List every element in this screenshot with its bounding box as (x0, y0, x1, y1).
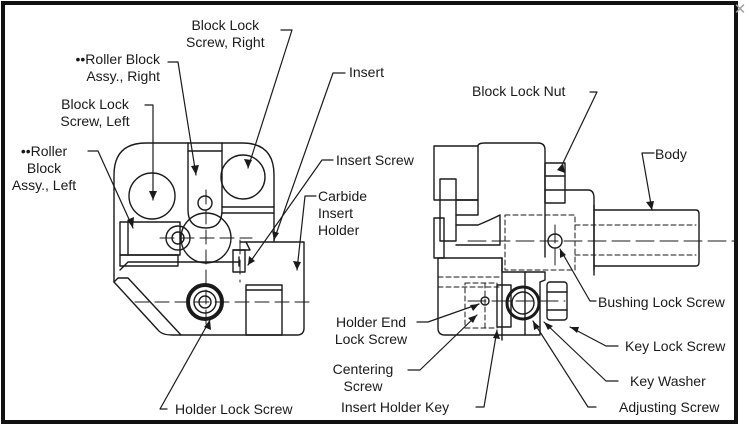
label-line: Block (26, 160, 62, 176)
block-lock-screw-right (220, 154, 266, 200)
label-body: Body (655, 146, 687, 162)
label-block-lock-screw-left: Block Lock Screw, Left (50, 96, 140, 130)
insert-holder-key-shape (496, 284, 512, 328)
label-insert-holder-key: Insert Holder Key (341, 399, 450, 415)
leader-lines (87, 29, 655, 410)
label-key-washer: Key Washer (630, 373, 706, 389)
label-holder-lock-screw: Holder Lock Screw (175, 401, 293, 417)
adjusting-screw-shape (505, 285, 541, 321)
label-line: Carbide (318, 188, 368, 204)
body-shank (593, 209, 700, 267)
label-line: Assy., Right (86, 68, 160, 84)
roller-block-right (187, 142, 223, 229)
label-line: Lock Screw (334, 331, 408, 347)
label-line: Holder End (335, 314, 407, 330)
label-line: ••Roller (20, 143, 68, 159)
label-holder-end-lock-screw: Holder End Lock Screw (326, 314, 416, 348)
label-roller-block-left: ••Roller Block Assy., Left (6, 143, 82, 194)
close-icon[interactable]: ✕ (733, 0, 747, 18)
label-insert-screw: Insert Screw (336, 152, 414, 168)
label-line: Screw, Right (186, 34, 265, 50)
label-line: ••Roller Block (75, 51, 161, 67)
right-main-block (477, 142, 546, 258)
label-insert: Insert (349, 64, 385, 80)
carbide-insert-holder-shape (245, 284, 283, 336)
label-line: Insert (318, 205, 354, 221)
label-block-lock-screw-right: Block Lock Screw, Right (186, 17, 265, 51)
right-view-drawing (433, 142, 700, 341)
label-carbide-insert-holder: Carbide Insert Holder (318, 188, 367, 239)
left-body-outline (113, 142, 275, 276)
label-line: Holder (318, 222, 360, 238)
label-line: Screw (343, 378, 383, 394)
diagram-frame (1, 1, 738, 424)
label-line: Block Lock (191, 17, 260, 33)
label-block-lock-nut: Block Lock Nut (472, 83, 566, 99)
label-line: Centering (332, 361, 394, 377)
block-lock-nut-shape (544, 162, 566, 204)
label-line: Assy., Left (11, 177, 77, 193)
label-adjusting-screw: Adjusting Screw (619, 399, 720, 415)
block-lock-screw-left (128, 172, 176, 220)
right-lower-block (437, 257, 546, 336)
label-bushing-lock-screw: Bushing Lock Screw (598, 294, 725, 310)
label-line: Block Lock (61, 96, 129, 112)
left-view-drawing (113, 142, 305, 336)
label-centering-screw: Centering Screw (322, 361, 404, 395)
left-lower-body (113, 241, 305, 336)
label-key-lock-screw: Key Lock Screw (625, 338, 726, 354)
label-roller-block-right: ••Roller Block Assy., Right (56, 51, 161, 85)
label-line: Screw, Left (60, 113, 130, 129)
